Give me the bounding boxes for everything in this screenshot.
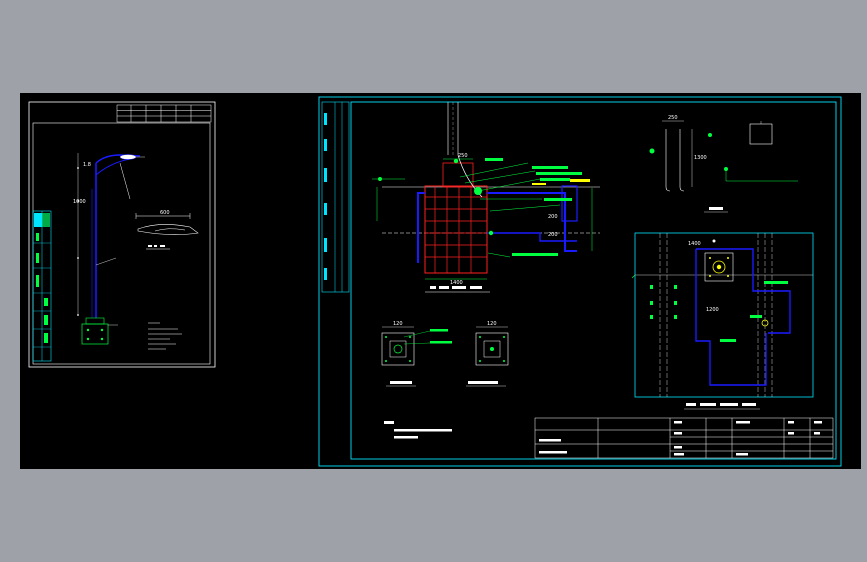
footing-width-label: 1400	[450, 280, 463, 286]
lamp-detail-icon: 600	[135, 210, 199, 250]
left-side-table	[32, 210, 52, 362]
plate2-width-label: 120	[487, 321, 497, 327]
title-block-text	[539, 421, 822, 456]
left-notes	[148, 322, 182, 350]
plan-dim2-label: 1200	[706, 307, 719, 313]
pole-elevation-icon: 1.8 1000	[73, 153, 145, 345]
right-sheet-outer-border	[318, 96, 842, 467]
base-plate-detail-2: 120	[466, 321, 509, 387]
left-top-strip	[116, 104, 212, 123]
plan-grid-icon: 1400 1200	[631, 232, 814, 410]
arm-length-label: 600	[160, 210, 170, 216]
plate1-width-label: 120	[393, 321, 403, 327]
title-block-icon	[534, 417, 834, 459]
left-sheet[interactable]: 1.8 1000 600	[28, 101, 216, 368]
left-sheet-border	[28, 101, 216, 368]
base-plate-detail-1: 120	[381, 321, 452, 387]
anchor-bolt-icon: 250 1300	[649, 115, 798, 213]
cad-drawing-canvas: 1.8 1000 600	[28, 96, 842, 467]
notes-block	[384, 421, 452, 439]
plan-dim-label: 1400	[688, 241, 701, 247]
left-sheet-inner-border	[32, 122, 211, 365]
right-sheet-inner-border	[350, 101, 837, 460]
anchor-width-label: 250	[668, 115, 678, 121]
anchor-length-label: 1300	[694, 155, 707, 161]
h2-label: 200	[548, 232, 558, 238]
revision-strip	[321, 101, 350, 293]
mid-mark-label: 1000	[73, 199, 86, 205]
cad-viewport[interactable]: 1.8 1000 600	[20, 93, 861, 469]
h1-label: 200	[548, 214, 558, 220]
height-top-label: 1.8	[83, 162, 91, 168]
right-sheet[interactable]: 250 1400 200 200 250 1300	[318, 96, 842, 467]
pedestal-width-label: 250	[458, 153, 468, 159]
foundation-section-icon: 250 1400 200 200	[372, 102, 600, 293]
